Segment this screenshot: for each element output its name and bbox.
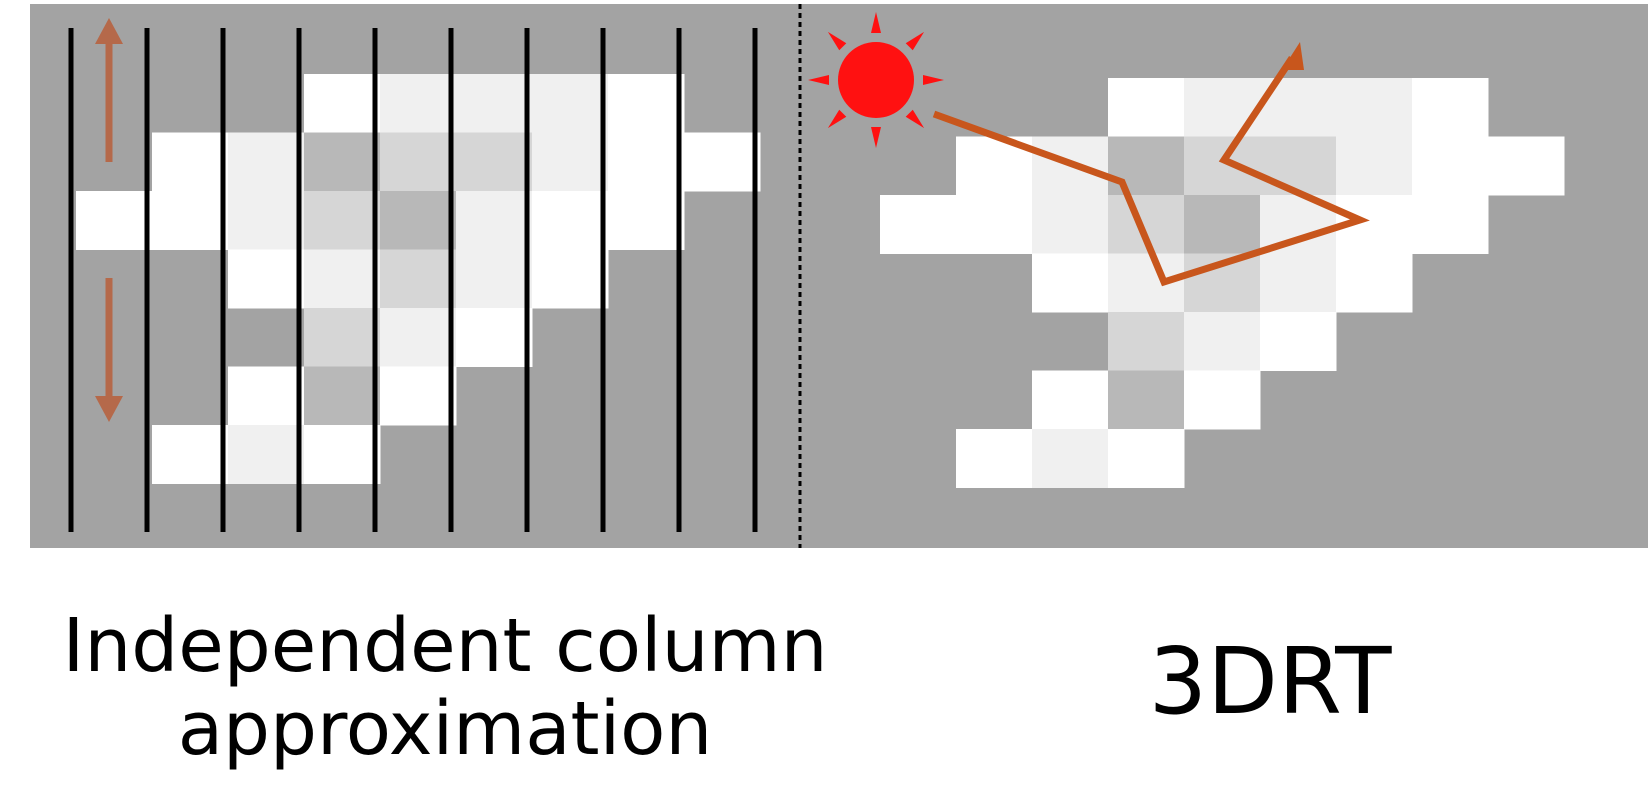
left-cloud-cell bbox=[456, 249, 533, 309]
right-cloud-cell bbox=[880, 195, 957, 254]
sun-ray bbox=[871, 127, 881, 148]
right-cloud-cell bbox=[1032, 253, 1109, 313]
left-cloud-cell bbox=[228, 132, 305, 192]
right-cloud-cell bbox=[1412, 136, 1489, 196]
left-cloud-cell bbox=[228, 249, 305, 309]
left-cloud-cell bbox=[304, 191, 381, 250]
left-cloud-cell bbox=[380, 308, 457, 367]
left-cloud-cell bbox=[304, 308, 381, 367]
3drt-caption: 3DRT bbox=[1148, 628, 1392, 735]
sun-ray bbox=[871, 12, 881, 33]
left-cloud-cell bbox=[380, 249, 457, 309]
left-cloud-cell bbox=[304, 249, 381, 309]
left-cloud-cell bbox=[228, 191, 305, 250]
left-cloud-cell bbox=[380, 132, 457, 192]
right-cloud-cell bbox=[1336, 78, 1413, 137]
right-cloud-cell bbox=[1184, 195, 1261, 254]
right-cloud-cell bbox=[1412, 78, 1489, 137]
left-cloud-cell bbox=[456, 74, 533, 133]
left-cloud-cell bbox=[304, 132, 381, 192]
left-cloud-cell bbox=[152, 191, 229, 250]
left-cloud-cell bbox=[228, 425, 305, 484]
column-lines bbox=[68, 28, 758, 532]
left-cloud-cell bbox=[228, 366, 305, 426]
right-cloud-cell bbox=[1108, 312, 1185, 371]
left-cloud-cell bbox=[456, 308, 533, 367]
left-cloud-cell bbox=[152, 425, 229, 484]
right-cloud-cell bbox=[1260, 253, 1337, 313]
right-cloud-cell bbox=[1336, 253, 1413, 313]
left-cloud-cell bbox=[76, 191, 153, 250]
ica-caption-line1: Independent column bbox=[62, 603, 828, 689]
right-cloud-cell bbox=[1260, 312, 1337, 371]
left-cloud-grid bbox=[76, 74, 761, 484]
left-cloud-cell bbox=[456, 191, 533, 250]
sun-ray bbox=[923, 75, 944, 85]
sun-ray bbox=[808, 75, 829, 85]
ray-path bbox=[932, 56, 1370, 287]
left-cloud-cell bbox=[380, 366, 457, 426]
right-cloud-cell bbox=[1032, 370, 1109, 430]
right-cloud-cell bbox=[1260, 136, 1337, 196]
left-cloud-cell bbox=[532, 191, 609, 250]
left-cloud-cell bbox=[152, 132, 229, 192]
sun-ray bbox=[827, 31, 847, 51]
sun-disc bbox=[838, 42, 914, 118]
right-cloud-cell bbox=[1032, 429, 1109, 488]
ray-arrowhead bbox=[1282, 42, 1304, 70]
right-cloud-cell bbox=[1108, 370, 1185, 430]
left-cloud-cell bbox=[608, 191, 685, 250]
sun-ray bbox=[905, 109, 925, 129]
left-cloud-cell bbox=[532, 132, 609, 192]
left-cloud-cell bbox=[380, 191, 457, 250]
sun-icon bbox=[808, 12, 944, 148]
left-cloud-cell bbox=[304, 366, 381, 426]
right-cloud-cell bbox=[1184, 370, 1261, 430]
sun-ray bbox=[827, 109, 847, 129]
ica-caption-line2: approximation bbox=[177, 685, 713, 772]
right-cloud-cell bbox=[1336, 136, 1413, 196]
left-cloud-cell bbox=[532, 249, 609, 309]
ica-caption: Independent column approximation bbox=[0, 605, 890, 771]
up-arrow-head bbox=[95, 18, 123, 44]
left-cloud-cell bbox=[304, 425, 381, 484]
right-cloud-cell bbox=[1108, 253, 1185, 313]
sun-ray bbox=[905, 31, 925, 51]
right-cloud-cell bbox=[1412, 195, 1489, 254]
left-cloud-cell bbox=[456, 132, 533, 192]
left-cloud-cell bbox=[304, 74, 381, 133]
vertical-double-arrow-icon bbox=[95, 18, 123, 422]
left-cloud-cell bbox=[608, 74, 685, 133]
left-cloud-cell bbox=[532, 74, 609, 133]
down-arrow-head bbox=[95, 396, 123, 422]
right-cloud-cell bbox=[1108, 78, 1185, 137]
3drt-panel bbox=[800, 4, 1648, 548]
right-cloud-cell bbox=[956, 429, 1033, 488]
scattered-ray-arrow-icon bbox=[932, 42, 1370, 287]
ica-panel bbox=[30, 4, 800, 548]
right-cloud-cell bbox=[1184, 136, 1261, 196]
left-cloud-cell bbox=[684, 132, 761, 192]
right-cloud-cell bbox=[1108, 136, 1185, 196]
right-cloud-cell bbox=[1184, 312, 1261, 371]
right-cloud-cell bbox=[1032, 195, 1109, 254]
right-cloud-cell bbox=[1488, 136, 1565, 196]
right-cloud-grid bbox=[880, 78, 1565, 488]
left-cloud-cell bbox=[380, 74, 457, 133]
left-cloud-cell bbox=[608, 132, 685, 192]
right-cloud-cell bbox=[956, 195, 1033, 254]
right-cloud-cell bbox=[1108, 429, 1185, 488]
